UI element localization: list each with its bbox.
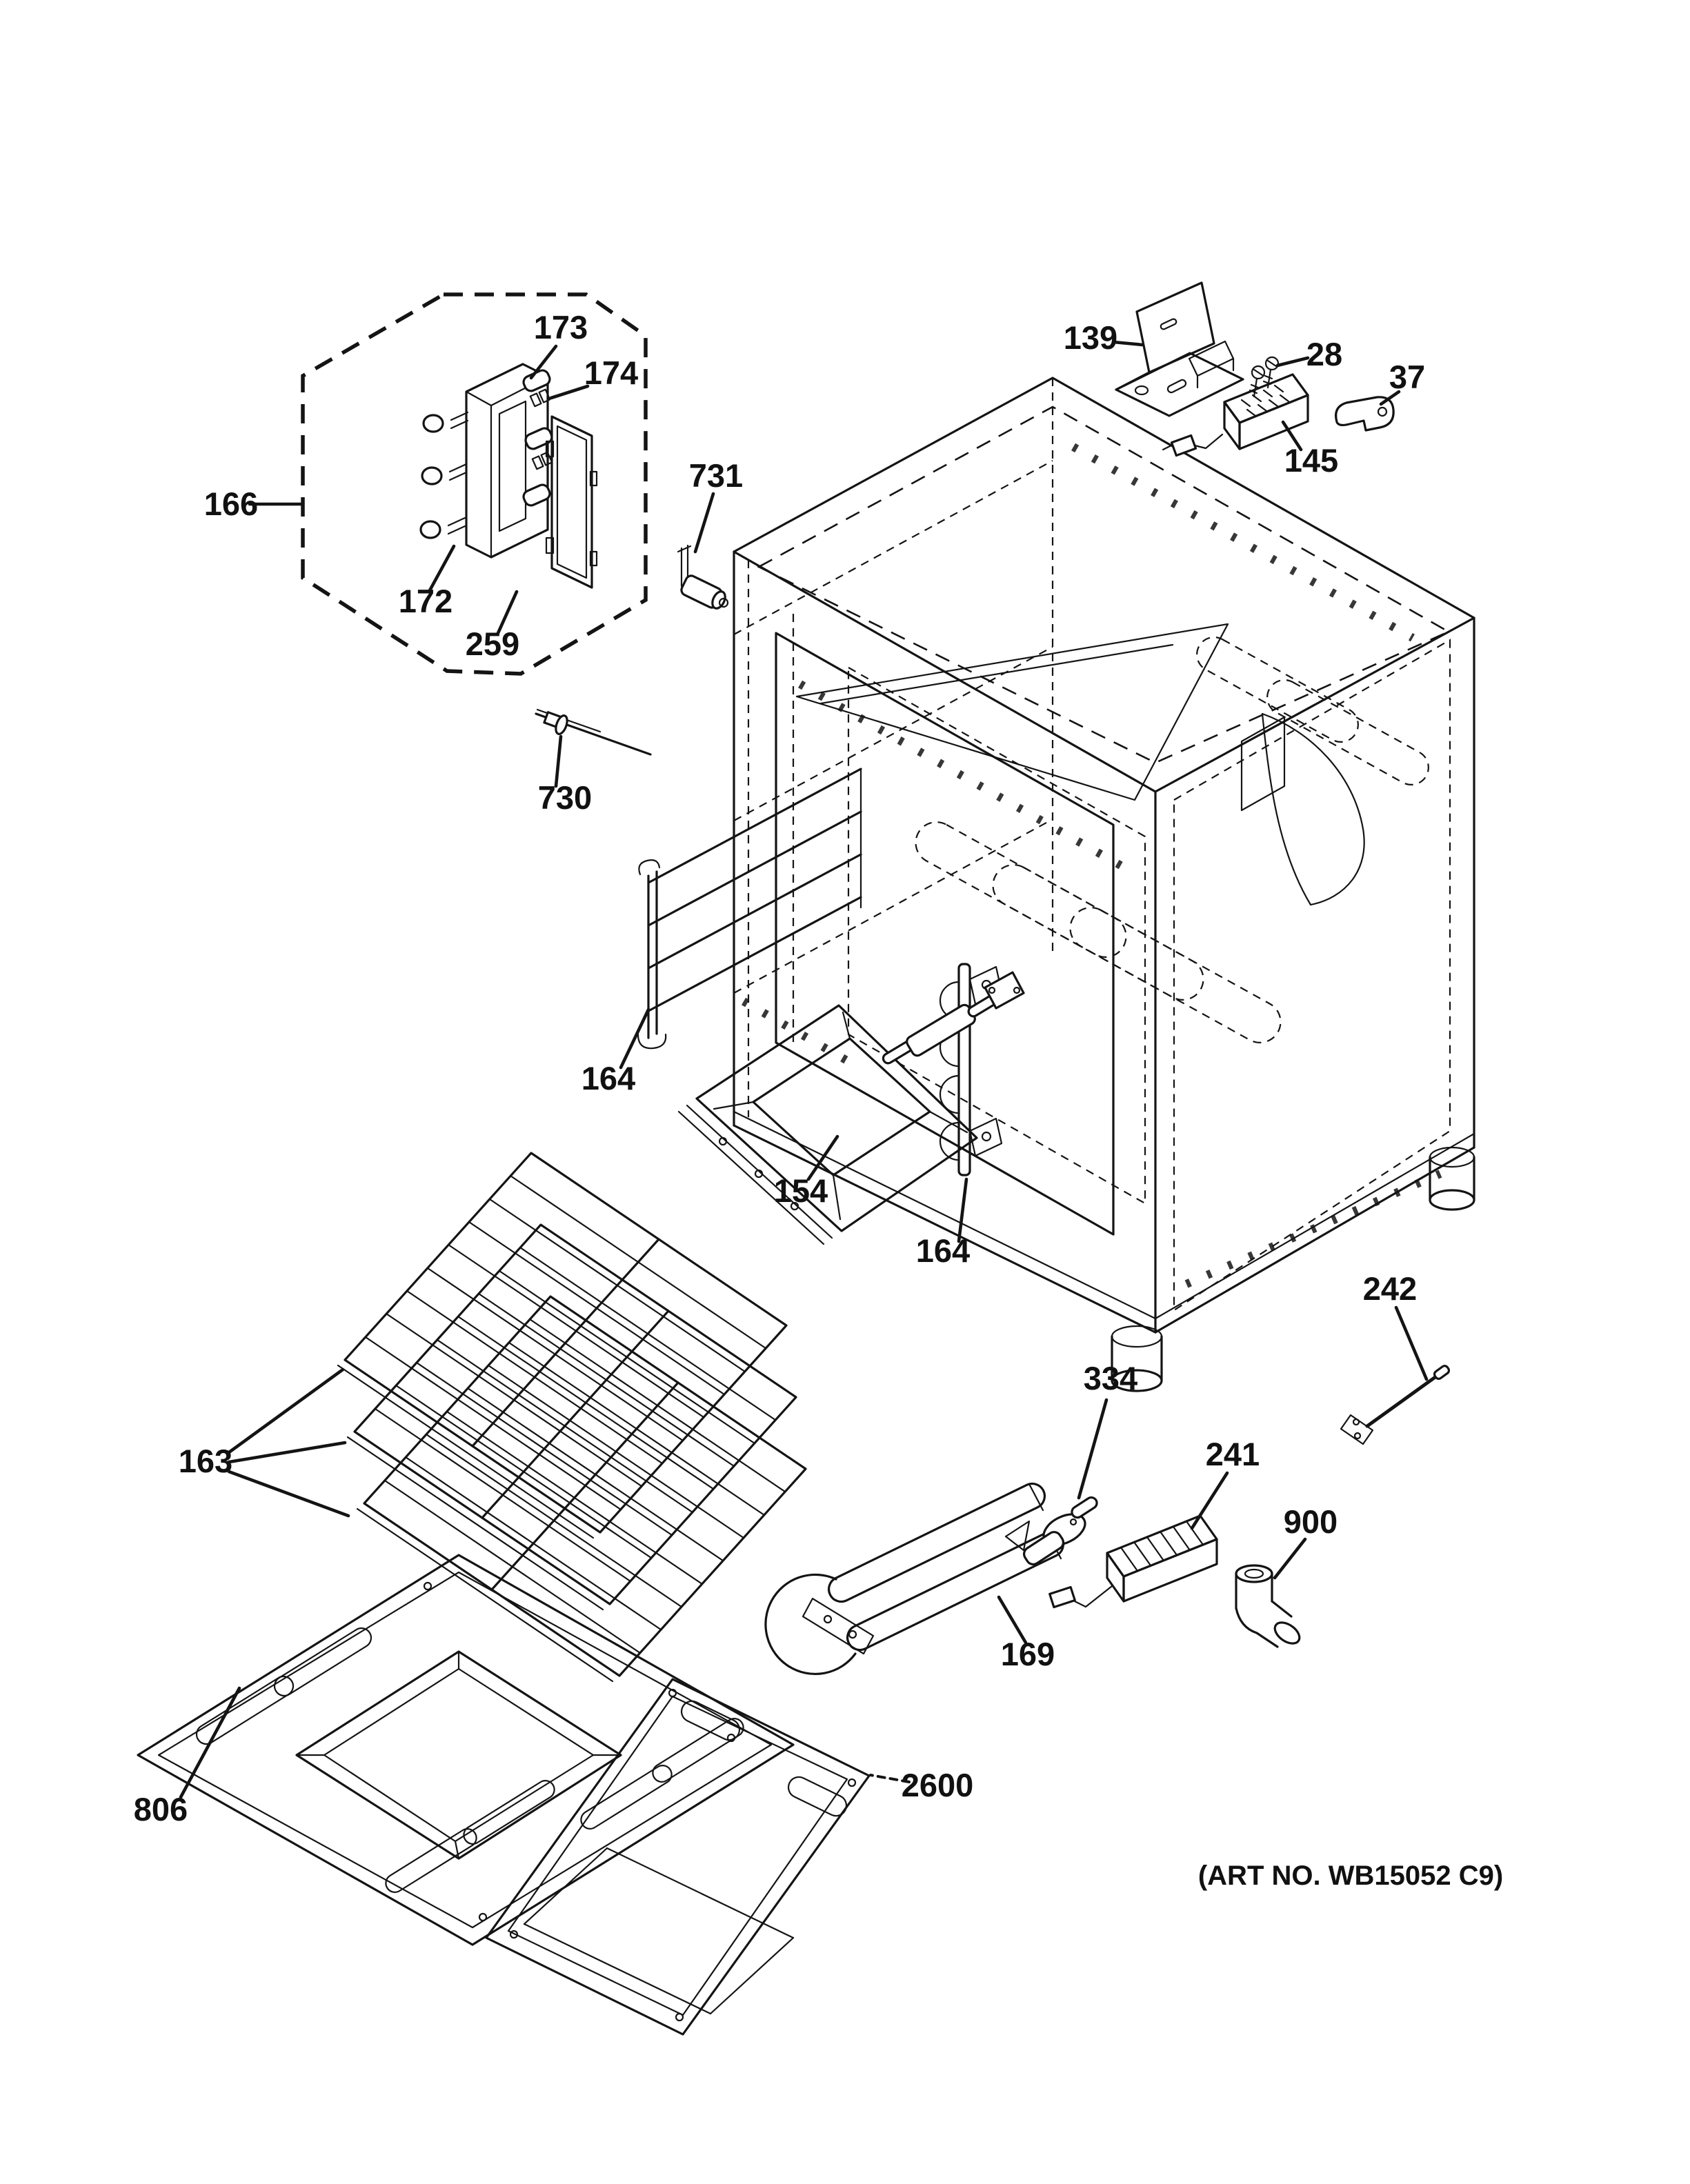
leader-28	[1275, 356, 1310, 368]
part-154-burner-baffle	[677, 971, 1025, 1245]
leader-164-right	[957, 1177, 968, 1243]
part-806-oven-bottom-panel	[137, 1554, 795, 1946]
leader-164-left	[619, 1008, 650, 1070]
broil-burner-tube	[882, 971, 1025, 1065]
part-label-172: 172	[399, 583, 453, 619]
part-labels: 166 173 174 172 259 731 730 139 28 37 14…	[134, 309, 1425, 1827]
part-169-bake-burner	[764, 1482, 1065, 1675]
part-900-elbow-fitting	[1235, 1564, 1301, 1648]
part-731-cylinder-bracket	[677, 544, 729, 610]
part-label-169: 169	[1001, 1636, 1055, 1672]
leader-242	[1394, 1305, 1429, 1381]
cabinet-legs	[1111, 1146, 1475, 1392]
module-slots	[1240, 384, 1290, 417]
part-label-241: 241	[1206, 1436, 1260, 1472]
leader-174	[549, 384, 590, 400]
leader-163-c	[227, 1470, 350, 1518]
part-label-163: 163	[179, 1443, 232, 1479]
part-241-glow-igniter	[1048, 1514, 1218, 1609]
part-label-174: 174	[584, 354, 638, 391]
part-label-242: 242	[1363, 1270, 1417, 1307]
part-label-730: 730	[538, 779, 592, 816]
inset-boundary-group	[301, 292, 648, 676]
leader-731	[693, 492, 715, 554]
oven-cavity-opening	[775, 632, 1115, 1236]
leader-lines	[179, 340, 1429, 1799]
leader-169	[997, 1595, 1028, 1645]
part-label-164-right: 164	[916, 1232, 970, 1269]
part-37-clip	[1335, 396, 1395, 432]
leader-172	[427, 544, 456, 594]
leader-37	[1379, 390, 1401, 406]
leader-2600	[869, 1774, 911, 1783]
part-label-806: 806	[134, 1791, 188, 1827]
part-172-ignition-switch-block	[419, 363, 553, 559]
part-label-173: 173	[534, 309, 588, 345]
leader-145	[1281, 420, 1303, 452]
leader-730	[554, 734, 563, 788]
art-number: (ART NO. WB15052 C9)	[1198, 1861, 1503, 1891]
part-label-139: 139	[1064, 319, 1117, 356]
part-label-37: 37	[1389, 359, 1425, 395]
part-label-259: 259	[466, 625, 519, 662]
leader-154	[806, 1134, 839, 1181]
inset-dashed-hexagon	[301, 292, 648, 676]
part-label-166: 166	[204, 485, 258, 522]
part-334-orifice-holder	[1022, 1496, 1098, 1566]
leader-163-b	[227, 1441, 347, 1464]
part-164-rack-guide-left	[637, 768, 862, 1050]
part-139-bracket	[1115, 281, 1244, 417]
leader-806	[179, 1686, 241, 1799]
part-label-154: 154	[774, 1172, 828, 1209]
part-259-cover-panel	[545, 415, 598, 589]
leader-900	[1273, 1537, 1307, 1580]
part-242-sensor	[1340, 1365, 1451, 1445]
leader-163-a	[227, 1367, 345, 1454]
leader-334	[1077, 1398, 1109, 1500]
part-label-731: 731	[689, 457, 743, 494]
leader-241	[1190, 1471, 1229, 1530]
part-label-900: 900	[1284, 1503, 1338, 1540]
switch-stems	[419, 411, 469, 539]
part-173-cylinders	[522, 369, 553, 507]
part-2600-bottom-cover-panel	[485, 1678, 871, 2036]
part-label-164-left: 164	[581, 1060, 635, 1096]
bake-element-phantom	[915, 636, 1429, 1043]
part-label-145: 145	[1284, 442, 1338, 479]
part-label-2600: 2600	[902, 1767, 974, 1803]
part-145-spark-module	[1162, 373, 1309, 457]
leader-173	[529, 344, 558, 380]
part-730-probe	[535, 708, 652, 756]
oven-cabinet	[733, 377, 1475, 1392]
leader-139	[1111, 340, 1144, 347]
part-label-28: 28	[1306, 336, 1342, 372]
part-label-334: 334	[1084, 1360, 1137, 1396]
leader-259	[496, 590, 519, 635]
part-28-screws	[1249, 356, 1280, 398]
part-174-clips	[529, 388, 553, 470]
part-163-oven-racks	[337, 1152, 807, 1683]
